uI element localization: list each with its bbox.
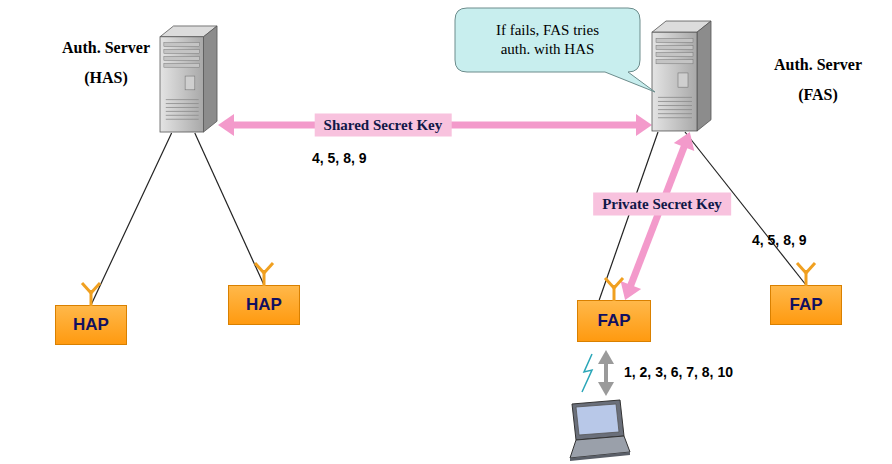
server-front bbox=[160, 37, 204, 132]
server-label: Auth. Server (FAS) bbox=[756, 50, 880, 111]
antenna-arm bbox=[255, 263, 264, 273]
arrow-head bbox=[636, 114, 652, 136]
antenna-arm bbox=[605, 278, 614, 288]
network-link bbox=[195, 133, 264, 285]
message-numbers: 4, 5, 8, 9 bbox=[752, 232, 806, 248]
access-point-box: HAP bbox=[228, 285, 300, 325]
network-link bbox=[91, 133, 172, 305]
connector-line bbox=[599, 132, 658, 300]
server-side bbox=[697, 21, 711, 131]
vent-slot bbox=[166, 103, 199, 104]
drive-bay bbox=[656, 45, 693, 49]
connector-line bbox=[630, 146, 684, 286]
key-exchange-arrow bbox=[218, 114, 652, 136]
server-label: Auth. Server (HAS) bbox=[56, 33, 156, 94]
callout-bubble: If fails, FAS tries auth. with HAS bbox=[455, 8, 640, 72]
drive-bay bbox=[656, 53, 693, 57]
drive-bay bbox=[164, 56, 200, 60]
wireless-link-arrow bbox=[598, 350, 614, 396]
vent-slot bbox=[166, 107, 199, 108]
access-point-name: FAP bbox=[789, 295, 822, 315]
arrow-head bbox=[218, 114, 234, 136]
antenna-arm bbox=[806, 263, 815, 273]
antenna-icon bbox=[602, 275, 626, 301]
antenna-arm bbox=[91, 283, 100, 293]
vent-slot bbox=[658, 109, 692, 110]
connector-line bbox=[91, 133, 172, 305]
vent-slot bbox=[658, 113, 692, 114]
antenna-arm bbox=[264, 263, 273, 273]
access-point-name: HAP bbox=[246, 295, 282, 315]
server-side bbox=[204, 26, 218, 132]
callout-text: If fails, FAS tries auth. with HAS bbox=[481, 21, 614, 59]
server-icon bbox=[160, 25, 218, 133]
server-icon bbox=[652, 20, 712, 132]
vent-slot bbox=[658, 97, 692, 98]
arrow-head bbox=[674, 132, 695, 151]
laptop-icon bbox=[570, 400, 630, 461]
network-link bbox=[599, 132, 658, 300]
connector-line bbox=[195, 133, 264, 285]
key-exchange-arrow bbox=[621, 132, 695, 300]
antenna-icon bbox=[794, 260, 818, 286]
antenna-arm bbox=[614, 278, 623, 288]
key-label: Private Secret Key bbox=[593, 193, 731, 216]
vent-slot bbox=[658, 117, 692, 118]
callout-shape bbox=[455, 8, 640, 72]
server-node: Auth. Server (HAS) bbox=[160, 25, 218, 133]
access-point-box: HAP bbox=[55, 305, 127, 345]
vent-slot bbox=[658, 101, 692, 102]
vent-slot bbox=[166, 111, 199, 112]
access-point-box: FAP bbox=[577, 300, 651, 342]
vent-slot bbox=[166, 99, 199, 100]
vent-slot bbox=[658, 105, 692, 106]
vent-slot bbox=[166, 119, 199, 120]
lightning-symbol bbox=[582, 354, 592, 392]
access-point-name: FAP bbox=[597, 311, 630, 331]
key-label: Shared Secret Key bbox=[315, 114, 452, 137]
arrow-head bbox=[621, 281, 642, 300]
drive-bay bbox=[164, 50, 200, 54]
vent-slot bbox=[166, 115, 199, 116]
server-panel bbox=[185, 76, 195, 90]
antenna-icon bbox=[79, 280, 103, 306]
access-point-name: HAP bbox=[73, 315, 109, 335]
drive-bay bbox=[656, 38, 693, 42]
message-numbers: 4, 5, 8, 9 bbox=[312, 150, 366, 166]
callout-outline bbox=[455, 8, 655, 92]
drive-bay bbox=[164, 43, 200, 47]
drive-bay bbox=[656, 60, 693, 64]
antenna-icon bbox=[252, 260, 276, 286]
antenna-arm bbox=[797, 263, 806, 273]
antenna-arm bbox=[82, 283, 91, 293]
server-node: Auth. Server (FAS) bbox=[652, 20, 712, 132]
server-panel bbox=[678, 73, 688, 87]
server-front bbox=[652, 32, 697, 131]
message-numbers: 1, 2, 3, 6, 7, 8, 10 bbox=[624, 364, 733, 380]
access-point-box: FAP bbox=[770, 285, 842, 325]
drive-bay bbox=[164, 63, 200, 67]
